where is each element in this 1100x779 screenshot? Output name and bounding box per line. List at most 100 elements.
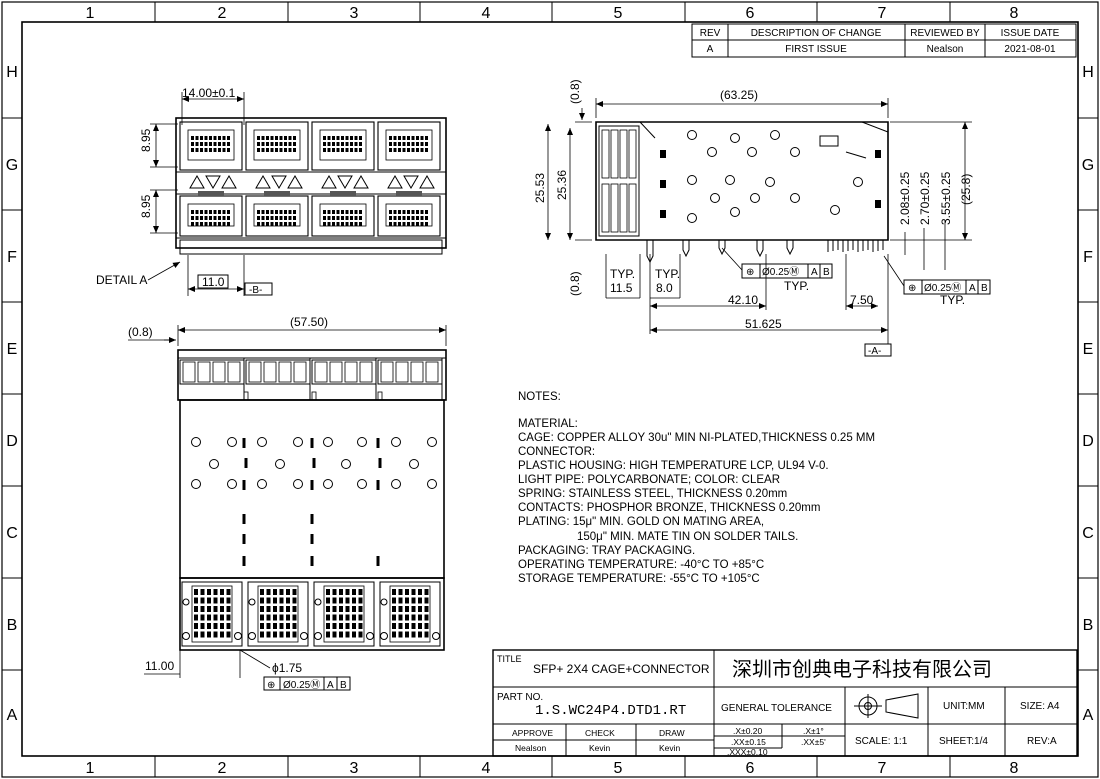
contact-pad	[257, 142, 260, 146]
contact-pad	[200, 606, 205, 612]
contact-pad	[407, 148, 410, 152]
datum-a: -A-	[868, 346, 881, 357]
contact-pad	[266, 216, 269, 220]
contact-pad	[420, 216, 424, 220]
light-pipe-end	[293, 361, 307, 383]
contact-pad	[209, 210, 212, 214]
contact-pad	[332, 216, 335, 220]
cage-slot	[376, 480, 380, 490]
top-fcf-datum2: B	[340, 680, 347, 691]
contact-pad	[350, 148, 353, 152]
led-indicator-triangle	[403, 175, 419, 189]
note-line: PLATING: 15μ" MIN. GOLD ON MATING AREA,	[518, 516, 764, 528]
contact-pad	[200, 623, 205, 629]
contact-pad	[389, 148, 392, 152]
contact-pad	[213, 210, 217, 214]
fcf-lead-symbol: ⊕	[746, 267, 754, 278]
contact-pad	[286, 597, 290, 604]
contact-pad	[284, 136, 287, 140]
contact-pad	[200, 216, 203, 220]
top-view	[128, 325, 447, 691]
light-pipe-end	[248, 361, 262, 383]
light-pipe	[628, 183, 637, 233]
contact-pad	[336, 216, 340, 220]
zone-col-bottom: 1	[86, 760, 95, 777]
contact-pad	[273, 623, 277, 629]
peg-hole	[366, 632, 374, 640]
peg-hole	[300, 632, 308, 640]
contact-pad	[392, 589, 396, 595]
contact-pad	[359, 210, 362, 214]
mount-slot	[660, 150, 666, 158]
rev: REV:A	[1027, 736, 1057, 747]
contact-pad	[332, 142, 335, 146]
contact-pad	[213, 222, 217, 226]
contact-pad	[411, 614, 416, 621]
contact-pad	[200, 222, 203, 226]
contact-pad	[424, 606, 429, 612]
vent-hole	[427, 479, 437, 489]
light-pipe-end	[182, 361, 196, 383]
contact-pad	[226, 631, 231, 638]
contact-pad	[339, 623, 343, 629]
contact-pad	[354, 136, 358, 140]
contact-pad	[398, 210, 401, 214]
contact-pad	[257, 222, 260, 226]
contact-pad	[270, 216, 274, 220]
contact-pad	[339, 589, 343, 595]
cage-tab	[245, 359, 311, 385]
note-line: PLASTIC HOUSING: HIGH TEMPERATURE LCP, U…	[518, 460, 829, 472]
led-indicator-triangle	[271, 175, 287, 189]
cage-slot	[242, 556, 246, 566]
contact-pad	[222, 210, 226, 214]
contact-pad	[292, 589, 297, 595]
contact-pad	[339, 597, 343, 604]
dim-8-0: 8.0	[656, 281, 673, 295]
vent-hole	[391, 479, 401, 489]
contact-pad	[292, 597, 297, 604]
contact-pad	[260, 597, 264, 604]
contact-pad	[424, 589, 429, 595]
contact-pad	[279, 631, 284, 638]
zone-col-top: 1	[86, 5, 95, 22]
contact-pad	[407, 222, 410, 226]
contact-pad	[226, 606, 231, 612]
zone-row-left: G	[6, 157, 18, 174]
side-height-inner: 25.36	[555, 170, 569, 200]
contact-pad	[392, 623, 396, 629]
contact-pad	[339, 631, 343, 638]
contact-pad	[266, 142, 269, 146]
contact-pad	[327, 148, 331, 152]
led-indicator-triangle	[321, 175, 337, 189]
zone-row-right: B	[1083, 617, 1094, 634]
zone-col-top: 5	[614, 5, 623, 22]
contact-pad	[402, 210, 406, 214]
contact-pad	[425, 222, 428, 226]
contact-pad	[220, 623, 224, 629]
contact-pad	[292, 631, 297, 638]
contact-pad	[293, 222, 296, 226]
contact-pad	[207, 606, 211, 612]
contact-pad	[359, 148, 362, 152]
contact-pad	[270, 142, 274, 146]
vent-hole	[293, 437, 303, 447]
vent-hole	[710, 193, 720, 203]
contact-pad	[279, 589, 284, 595]
contact-pad	[389, 222, 392, 226]
vent-hole	[687, 213, 697, 223]
light-pipe-end	[425, 361, 439, 383]
contact-pad	[222, 148, 226, 152]
sheet: SHEET:1/4	[939, 736, 988, 747]
pitch-dim: 14.00±0.1	[182, 86, 236, 100]
contact-pad	[327, 222, 331, 226]
vent-hole	[707, 147, 717, 157]
light-pipe-end	[395, 361, 409, 383]
zone-row-left: B	[7, 617, 18, 634]
zone-col-top: 7	[878, 5, 887, 22]
contact-pad	[425, 142, 428, 146]
led-indicator-triangle	[189, 175, 205, 189]
vent-hole	[257, 437, 267, 447]
contact-pad	[284, 142, 287, 146]
zone-row-left: A	[7, 707, 18, 724]
contact-pad	[261, 142, 265, 146]
